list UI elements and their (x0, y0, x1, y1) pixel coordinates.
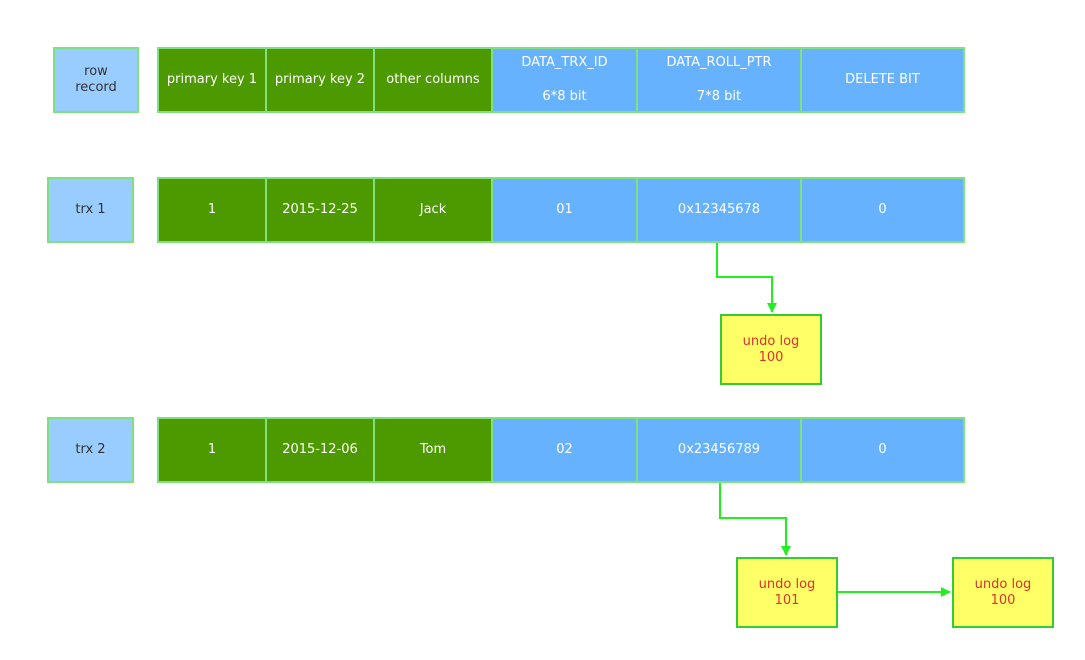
trx-1-row: 1 2015-12-25 Jack 01 0x12345678 0 (157, 177, 965, 243)
trx-1-other-columns-value: Jack (419, 202, 447, 217)
trx-1-primary-key-2: 2015-12-25 (267, 179, 375, 241)
trx-1-other-columns: Jack (375, 179, 493, 241)
trx-2-data-roll-ptr: 0x23456789 (638, 419, 802, 481)
row-record-label: row record (53, 47, 139, 113)
trx-2-other-columns-value: Tom (419, 442, 447, 457)
trx-1-undo-log-id: 100 (758, 349, 784, 365)
trx-1-roll-ptr-arrow (716, 243, 777, 313)
trx-2-undo-log-100-id: 100 (990, 592, 1016, 608)
trx-2-delete-bit: 0 (802, 419, 963, 481)
primary-key-1-column: primary key 1 (159, 49, 267, 111)
trx-2-label-text: trx 2 (75, 442, 106, 457)
trx-1-delete-bit-value: 0 (878, 202, 887, 217)
trx-2-undo-log-101: undo log 101 (736, 557, 838, 628)
trx-1-primary-key-1-value: 1 (207, 202, 217, 217)
trx-2-data-roll-ptr-value: 0x23456789 (677, 442, 761, 457)
primary-key-2-text: primary key 2 (274, 72, 366, 87)
trx-2-primary-key-2: 2015-12-06 (267, 419, 375, 481)
data-roll-ptr-size-text: 7*8 bit (696, 89, 742, 104)
trx-2-data-trx-id-value: 02 (556, 442, 573, 457)
row-record-label-line-1: row (84, 64, 108, 79)
trx-1-label-text: trx 1 (75, 202, 106, 217)
other-columns-column: other columns (375, 49, 493, 111)
trx-1-label: trx 1 (47, 177, 134, 243)
trx-2-primary-key-2-value: 2015-12-06 (282, 442, 358, 457)
other-columns-text: other columns (386, 72, 480, 87)
delete-bit-column: DELETE BIT (802, 49, 963, 111)
trx-2-label: trx 2 (47, 417, 134, 483)
trx-2-roll-ptr-arrow (719, 483, 791, 556)
data-roll-ptr-text: DATA_ROLL_PTR (666, 55, 772, 70)
data-trx-id-column: DATA_TRX_ID 6*8 bit (493, 49, 638, 111)
data-roll-ptr-column: DATA_ROLL_PTR 7*8 bit (638, 49, 802, 111)
trx-2-undo-log-100: undo log 100 (952, 557, 1054, 628)
trx-2-primary-key-1-value: 1 (207, 442, 217, 457)
primary-key-2-column: primary key 2 (267, 49, 375, 111)
trx-1-data-trx-id: 01 (493, 179, 638, 241)
row-record-label-line-2: record (75, 80, 117, 95)
primary-key-1-text: primary key 1 (166, 72, 258, 87)
trx-1-data-trx-id-value: 01 (556, 202, 573, 217)
trx-2-primary-key-1: 1 (159, 419, 267, 481)
trx-1-undo-log: undo log 100 (720, 314, 822, 385)
trx-2-undo-log-100-title: undo log (974, 576, 1032, 592)
trx-2-other-columns: Tom (375, 419, 493, 481)
data-trx-id-text: DATA_TRX_ID (521, 55, 608, 70)
trx-2-data-trx-id: 02 (493, 419, 638, 481)
trx-1-delete-bit: 0 (802, 179, 963, 241)
trx-1-undo-log-title: undo log (742, 333, 800, 349)
trx-2-undo-log-101-title: undo log (758, 576, 816, 592)
trx-1-data-roll-ptr: 0x12345678 (638, 179, 802, 241)
delete-bit-text: DELETE BIT (845, 72, 920, 87)
trx-2-undo-log-101-id: 101 (774, 592, 800, 608)
trx-2-row: 1 2015-12-06 Tom 02 0x23456789 0 (157, 417, 965, 483)
trx-2-delete-bit-value: 0 (878, 442, 887, 457)
trx-1-primary-key-1: 1 (159, 179, 267, 241)
data-trx-id-size-text: 6*8 bit (542, 89, 587, 104)
trx-1-data-roll-ptr-value: 0x12345678 (677, 202, 761, 217)
trx-1-primary-key-2-value: 2015-12-25 (282, 202, 358, 217)
row-record-structure: primary key 1 primary key 2 other column… (157, 47, 965, 113)
